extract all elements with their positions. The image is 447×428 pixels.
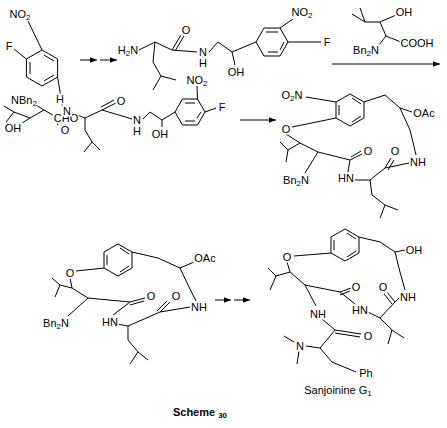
atom-label: OH <box>395 7 414 18</box>
atom-label: OH <box>4 123 23 134</box>
atom-label: HN <box>351 305 369 316</box>
atom-label: OAc <box>412 108 435 119</box>
atom-label: O <box>282 252 293 263</box>
atom-label: O <box>351 282 362 293</box>
scheme-caption: Scheme 30 <box>172 407 228 418</box>
atom-label: Sanjoinine G1 <box>303 385 372 396</box>
atom-label: O <box>281 124 292 135</box>
atom-label: O <box>378 282 389 293</box>
reaction-arrow <box>80 60 97 61</box>
atom-label: F <box>323 37 332 48</box>
atom-label: O <box>116 96 127 107</box>
atom-label: O <box>60 125 71 136</box>
atom-label: F <box>218 102 227 113</box>
atom-label: O2N <box>281 90 304 101</box>
atom-label: N <box>198 47 208 58</box>
atom-label: H2N <box>117 45 139 56</box>
atom-label: H <box>132 126 142 137</box>
bond-lines <box>4 86 216 152</box>
atom-label: O <box>363 331 374 342</box>
atom-label: HN <box>337 173 355 184</box>
atom-label: OH <box>405 245 424 256</box>
reaction-arrow <box>332 64 440 65</box>
bond-lines <box>52 244 196 364</box>
atom-label: OH <box>151 129 170 140</box>
atom-label: O <box>171 291 182 302</box>
atom-label: NBn2 <box>10 95 38 106</box>
atom-label: HN <box>101 317 119 328</box>
bond-lines <box>280 94 416 218</box>
atom-label: N <box>62 106 72 117</box>
atom-label: NO2 <box>9 9 32 20</box>
bond-lines <box>268 229 405 372</box>
atom-label: COOH <box>400 38 435 49</box>
atom-label: NO2 <box>186 75 209 86</box>
reaction-arrow <box>215 300 231 301</box>
atom-label: OAc <box>193 253 216 264</box>
reaction-arrow <box>100 60 117 61</box>
atom-label: H <box>55 94 65 105</box>
atom-label: N <box>132 115 142 126</box>
atom-label: O <box>181 25 192 36</box>
atom-label: Bn2N <box>42 318 70 329</box>
atom-label: Bn2N <box>352 45 380 56</box>
atom-label: O <box>363 146 374 157</box>
bond-lines <box>139 19 321 90</box>
atom-label: O <box>146 291 157 302</box>
atom-label: OH <box>227 67 246 78</box>
atom-label: O <box>65 268 76 279</box>
atom-label: NH <box>309 309 327 320</box>
atom-label: O <box>390 146 401 157</box>
bond-lines <box>352 8 401 45</box>
atom-label: F <box>5 41 14 52</box>
atom-label: NO2 <box>291 7 314 18</box>
atom-label: Ph <box>358 368 373 379</box>
atom-label: N <box>295 341 305 352</box>
reaction-arrow <box>234 300 250 301</box>
atom-label: H <box>198 58 208 69</box>
atom-label: NH <box>190 302 208 313</box>
atom-label: NH <box>409 157 427 168</box>
atom-label: Bn2N <box>282 175 310 186</box>
reaction-arrow <box>240 120 276 121</box>
atom-label: NH <box>399 292 417 303</box>
